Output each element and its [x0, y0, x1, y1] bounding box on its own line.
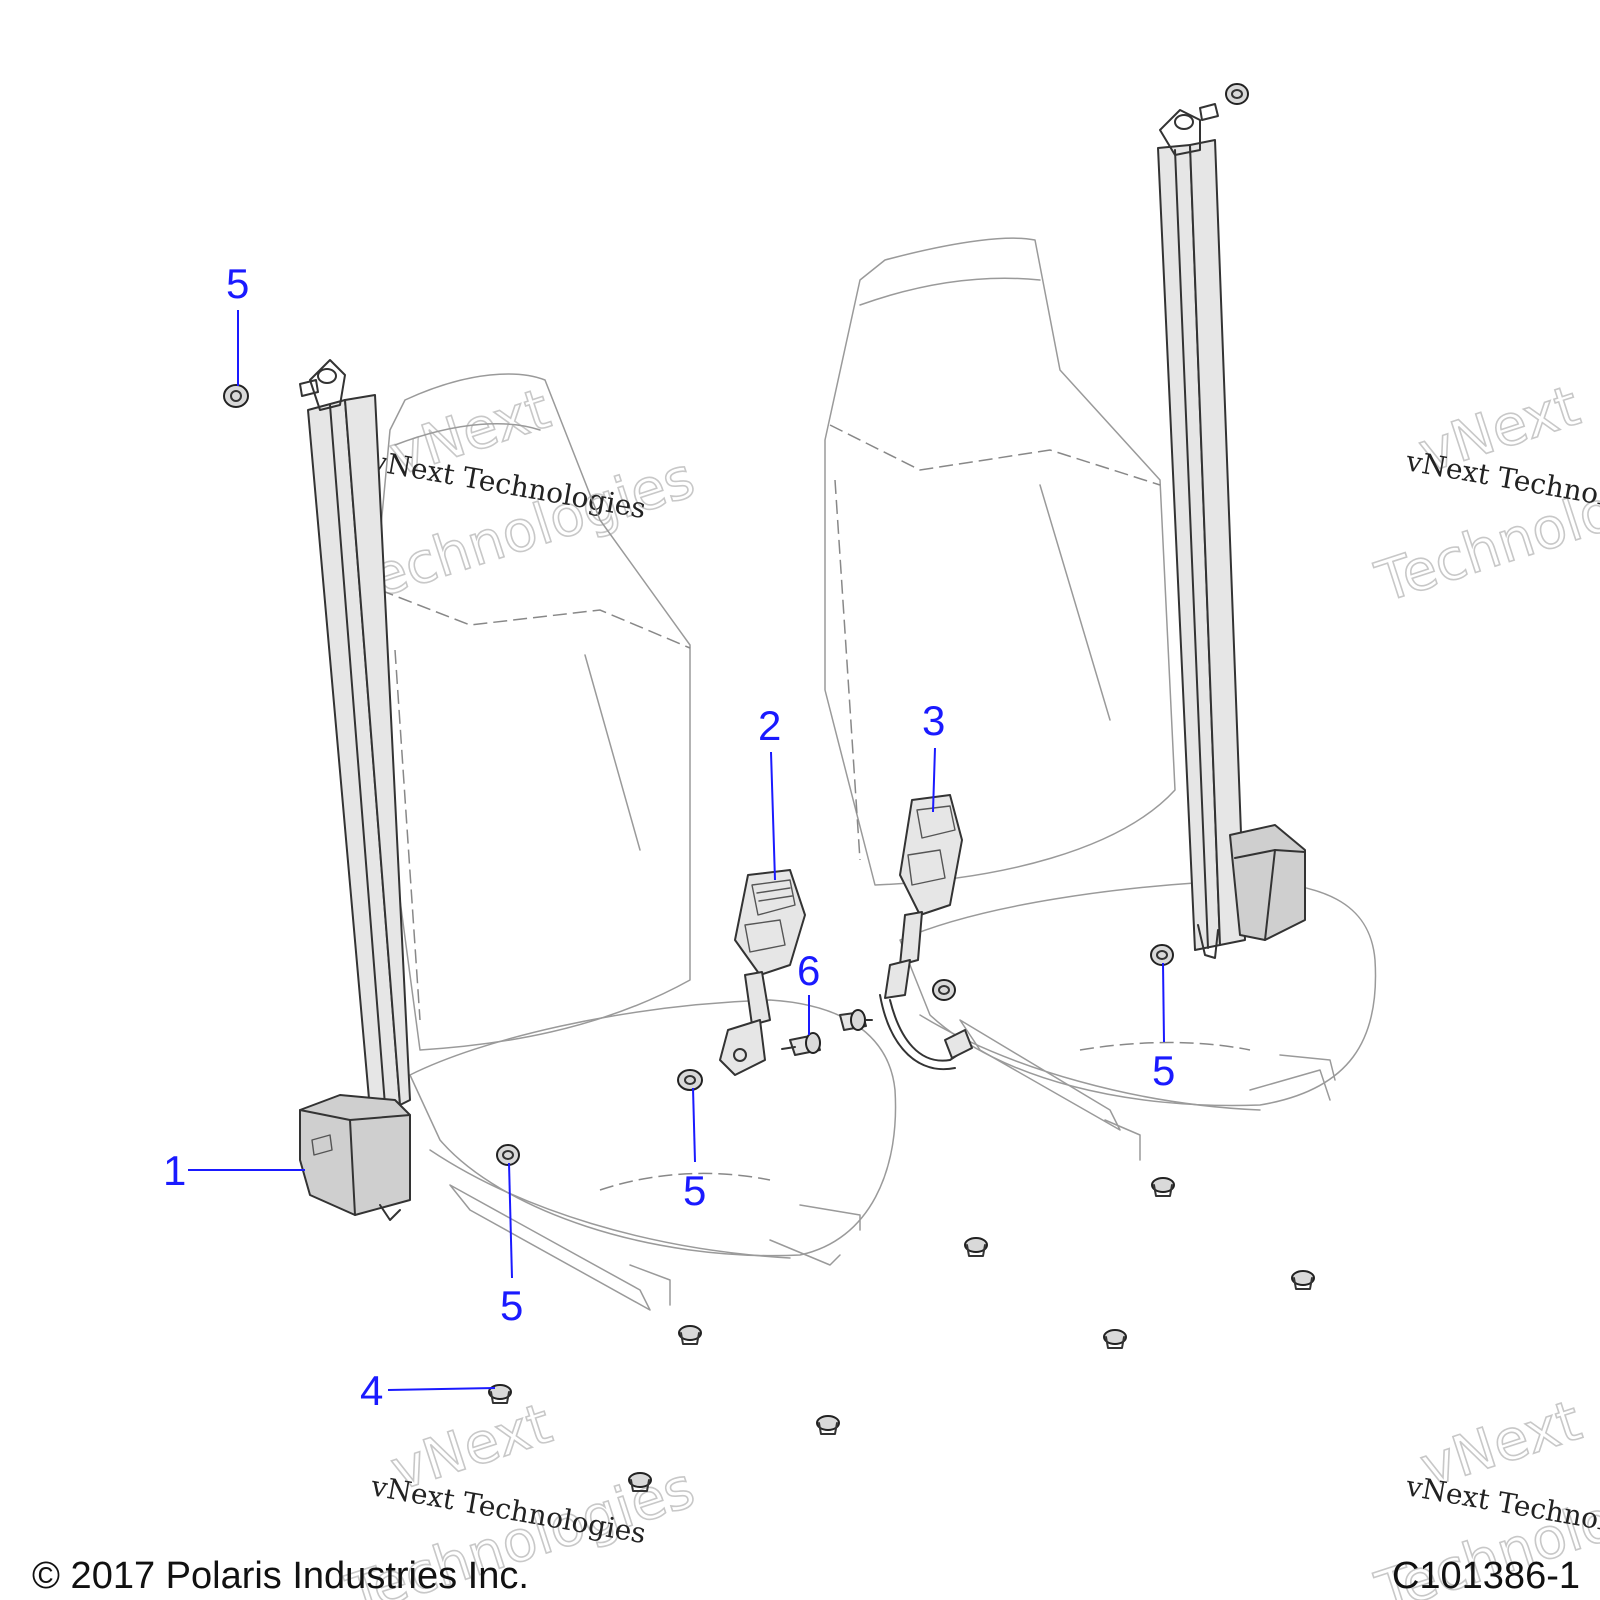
- watermark-top-right: vNext Technologies vNext Technologies: [1368, 373, 1600, 617]
- bushing-top-right: [1225, 83, 1249, 105]
- upper-anchor-left: [299, 359, 346, 411]
- left-seat-outline: [374, 373, 897, 1311]
- callout-5-left-seat: 5: [683, 1087, 706, 1214]
- callout-3: 3: [922, 697, 945, 813]
- grommet: [1103, 1329, 1127, 1349]
- callout-label-5: 5: [683, 1167, 706, 1214]
- part-4-grommets: [488, 1177, 1315, 1492]
- retractor-housing-left: [299, 1094, 411, 1221]
- callout-label-5: 5: [226, 260, 249, 307]
- callout-6: 6: [797, 947, 820, 1035]
- right-retractor-belt: [1157, 103, 1306, 959]
- callout-label-5: 5: [500, 1282, 523, 1329]
- callout-5-top-left: 5: [226, 260, 249, 386]
- callout-label-1: 1: [163, 1147, 186, 1194]
- retractor-housing-right: [1229, 824, 1306, 941]
- grommet: [678, 1325, 702, 1345]
- bushing-left-seat-side: [496, 1144, 520, 1166]
- callout-label-2: 2: [758, 702, 781, 749]
- part-5-bushings: [223, 83, 1249, 1166]
- part-3-buckle-right: [879, 794, 973, 1071]
- callout-4: 4: [360, 1367, 496, 1414]
- callout-label-3: 3: [922, 697, 945, 744]
- callouts: 1 2 3 4 5 5 5 5: [163, 260, 1175, 1414]
- callout-label-6: 6: [797, 947, 820, 994]
- callout-1: 1: [163, 1147, 305, 1194]
- part-2-buckle-left: [719, 869, 806, 1076]
- copyright-notice: © 2017 Polaris Industries Inc.: [32, 1555, 529, 1597]
- callout-5-right-seat: 5: [1152, 962, 1175, 1094]
- callout-label-4: 4: [360, 1367, 383, 1414]
- bushing-right-seat: [1150, 944, 1174, 966]
- grommet: [964, 1237, 988, 1257]
- bushing-top-left: [223, 384, 249, 408]
- right-seat-outline: [824, 237, 1377, 1161]
- callout-5-lower-left: 5: [500, 1162, 523, 1329]
- upper-anchor-right: [1159, 103, 1219, 156]
- callout-2: 2: [758, 702, 781, 881]
- bolt-right: [839, 1009, 873, 1031]
- bolt-left: [781, 1032, 821, 1056]
- part-1-left-retractor-belt: [299, 359, 411, 1221]
- bushing-right-seat-front: [932, 979, 956, 1001]
- figure-id: C101386-1: [1392, 1555, 1580, 1597]
- grommet: [1291, 1270, 1315, 1290]
- grommet: [816, 1415, 840, 1435]
- part-6-bolts: [781, 1009, 873, 1056]
- bushing-left-seat-front: [677, 1069, 703, 1091]
- grommet: [1151, 1177, 1175, 1197]
- callout-label-5: 5: [1152, 1047, 1175, 1094]
- grommet: [628, 1472, 652, 1492]
